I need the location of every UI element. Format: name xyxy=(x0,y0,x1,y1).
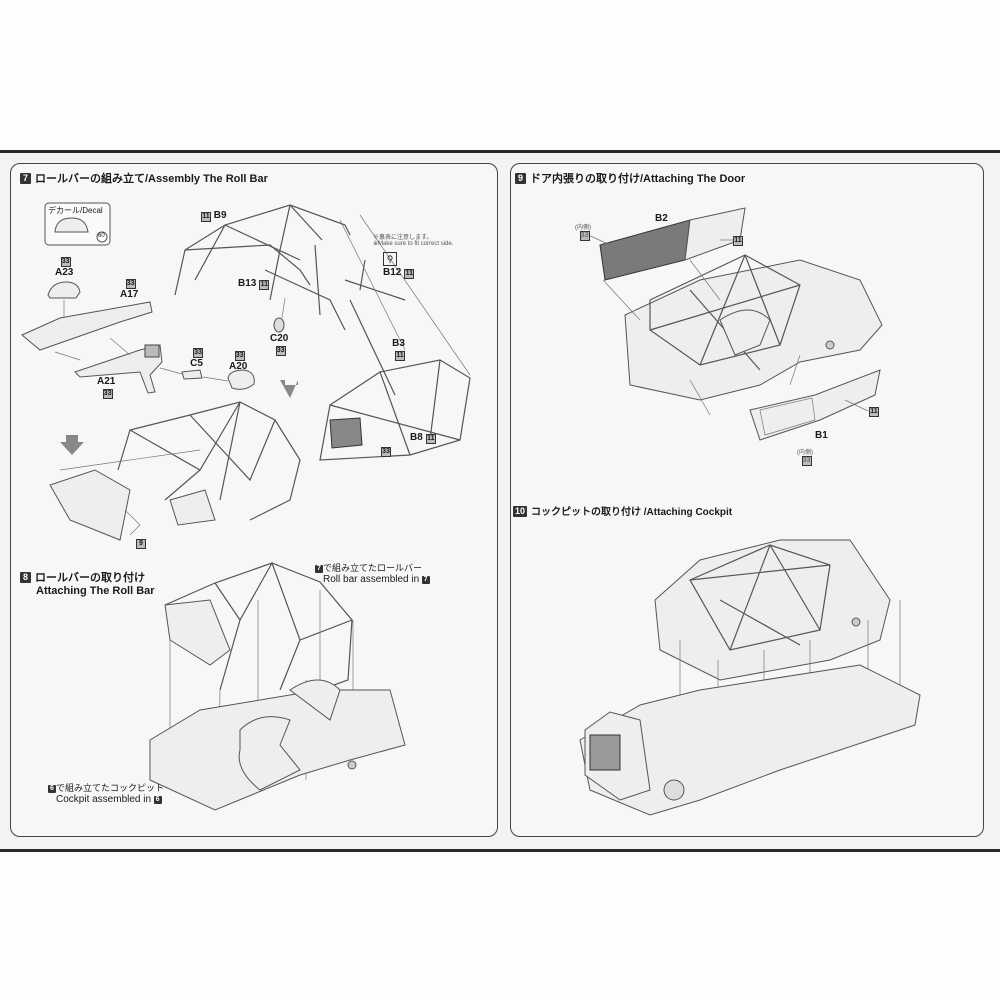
b8-interior-color: 33 xyxy=(381,447,391,457)
b1-color: 11 xyxy=(869,407,879,417)
assembly-ref: 9 xyxy=(133,537,146,549)
step-number-badge: 10 xyxy=(513,506,527,517)
step-number-badge: 9 xyxy=(515,173,526,184)
part-b2-drawing xyxy=(599,219,691,281)
part-a20-drawing xyxy=(227,369,255,390)
step9-assembly-drawing xyxy=(583,207,883,441)
note-en: ※Make sure to fit correct side. xyxy=(373,241,454,247)
step7-title: 7 ロールバーの組み立て/Assembly The Roll Bar xyxy=(20,170,268,186)
part-b13-drawing xyxy=(264,269,346,331)
part-b1-drawing xyxy=(749,369,881,441)
note-jp: ※裏表に注意します。 xyxy=(373,235,433,241)
part-b8-drawing xyxy=(319,359,471,461)
decal-number: 60 xyxy=(98,233,105,239)
b1-inner-label: (内側)33 xyxy=(797,450,813,466)
part-label-b1: B1 xyxy=(815,430,828,441)
arrow-icon xyxy=(280,380,298,398)
step-number-badge: 7 xyxy=(20,173,31,184)
part-a23-drawing xyxy=(47,281,81,299)
part-label-b2: B2 xyxy=(655,213,668,224)
step7-assembled-drawing xyxy=(49,401,301,541)
part-c5-drawing xyxy=(181,369,203,380)
arrow-icon xyxy=(60,435,84,455)
step-number-badge: 8 xyxy=(20,572,31,583)
decal-label: デカール/Decal xyxy=(48,206,103,215)
step10-assembly-drawing xyxy=(579,539,921,816)
step8-title-en: Attaching The Roll Bar xyxy=(36,585,155,597)
b2-color: 11 xyxy=(733,236,743,246)
step7-title-text: ロールバーの組み立て/Assembly The Roll Bar xyxy=(35,173,268,185)
part-b3-drawing xyxy=(349,299,396,396)
part-b9-drawing xyxy=(174,204,351,301)
step8-assembly-drawing xyxy=(149,561,406,811)
part-c20-drawing xyxy=(273,317,285,333)
decal-number-circle xyxy=(96,231,108,243)
decal-gauge-drawing xyxy=(54,217,89,233)
part-a17-drawing xyxy=(21,301,153,351)
part-label-b9: 11 B9 xyxy=(201,210,227,222)
b2-inner-label: (内側)33 xyxy=(575,225,591,241)
wrench-icon: ⚲ xyxy=(383,252,397,266)
